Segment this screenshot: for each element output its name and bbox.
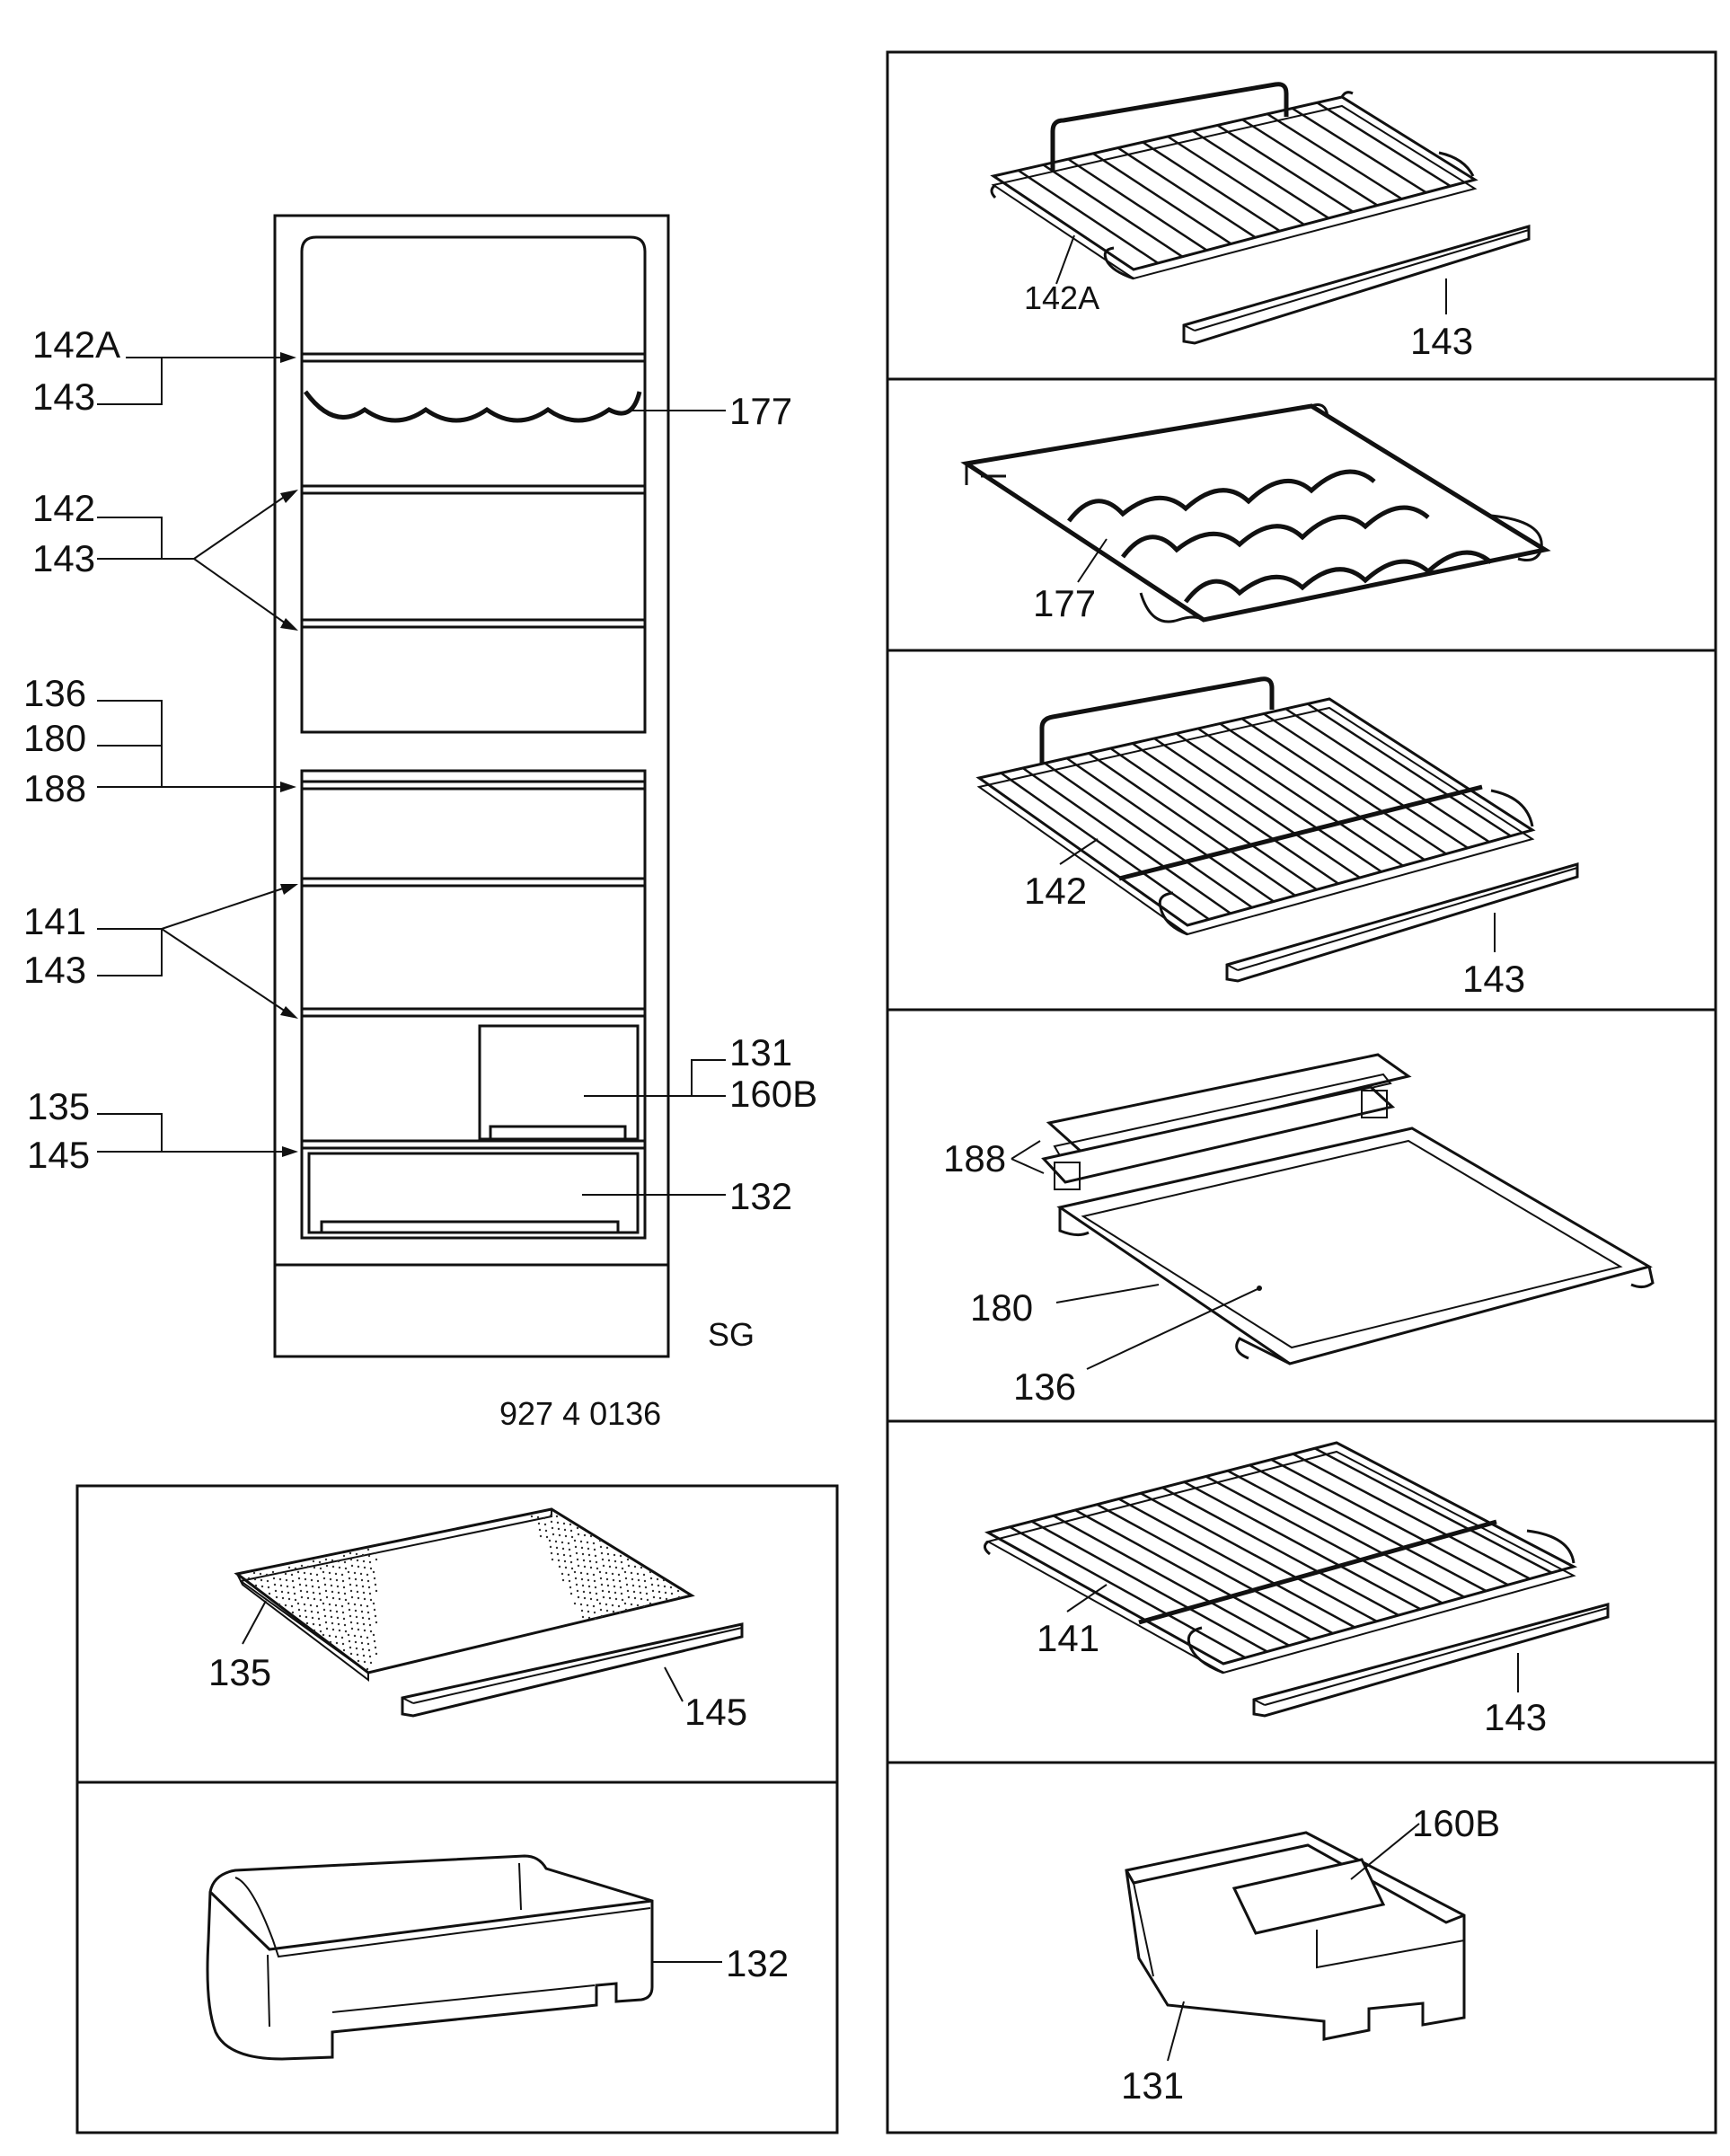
right-column-frame bbox=[886, 50, 1717, 2134]
shelf-line-141-lower bbox=[300, 1007, 647, 1018]
shelf-line-141-upper bbox=[300, 877, 647, 888]
fridge-cabinet bbox=[273, 214, 670, 1358]
callout-180: 180 bbox=[23, 717, 86, 759]
shelf-line-135 bbox=[300, 1139, 647, 1150]
callout-160B: 160B bbox=[729, 1073, 817, 1115]
freezer-compartment bbox=[300, 235, 647, 734]
panel-shelf-142A: 142A 143 bbox=[990, 82, 1531, 362]
crisper-132-body bbox=[206, 1854, 654, 2061]
crisper-132-handle bbox=[320, 1220, 620, 1234]
callout-136: 136 bbox=[23, 672, 86, 714]
panel-drawer-131: 160B 131 bbox=[1121, 1802, 1500, 2107]
fresh-food-compartment bbox=[300, 769, 647, 1240]
right-column: 142A 143 177 bbox=[886, 50, 1717, 2134]
glass-136 bbox=[1081, 1139, 1623, 1349]
drawer-131-outline bbox=[478, 1024, 640, 1141]
callout-131: 131 bbox=[729, 1031, 792, 1074]
label-143-a: 143 bbox=[1410, 320, 1473, 362]
label-177: 177 bbox=[1033, 582, 1096, 624]
label-143-b: 143 bbox=[1462, 958, 1525, 1000]
label-145: 145 bbox=[684, 1691, 747, 1733]
callout-177: 177 bbox=[729, 390, 792, 432]
callout-142: 142 bbox=[32, 487, 95, 529]
shelf-line-142A bbox=[300, 352, 647, 363]
wine-rack-outline bbox=[303, 390, 642, 423]
panel-glass-shelf: 188 180 136 bbox=[943, 1053, 1655, 1408]
glass-135-stipple bbox=[247, 1514, 681, 1671]
label-142A: 142A bbox=[1024, 279, 1099, 316]
drawer-131-body bbox=[1125, 1831, 1466, 2041]
label-142: 142 bbox=[1024, 870, 1087, 912]
label-131: 131 bbox=[1121, 2064, 1184, 2107]
panel-wine-rack-177: 177 bbox=[960, 403, 1551, 624]
panel-glass-135: 135 145 bbox=[208, 1507, 747, 1733]
panel-shelf-141: 141 143 bbox=[984, 1441, 1610, 1738]
callout-143-top: 143 bbox=[32, 376, 95, 418]
callout-141: 141 bbox=[23, 900, 86, 942]
callout-188: 188 bbox=[23, 767, 86, 809]
label-135: 135 bbox=[208, 1651, 271, 1693]
callout-135: 135 bbox=[27, 1085, 90, 1127]
shelf-line-142-lower bbox=[300, 618, 647, 629]
label-132: 132 bbox=[726, 1942, 789, 1984]
label-160B: 160B bbox=[1412, 1802, 1500, 1844]
label-136: 136 bbox=[1013, 1365, 1076, 1408]
left-bottom-frame bbox=[75, 1484, 839, 2134]
label-141: 141 bbox=[1037, 1617, 1099, 1659]
callout-143-second: 143 bbox=[32, 537, 95, 579]
shelf-line-142-upper bbox=[300, 484, 647, 495]
fridge-overview: 142A 143 142 143 136 180 188 141 143 135… bbox=[23, 214, 817, 1432]
panel-shelf-142: 142 143 bbox=[975, 676, 1579, 1000]
trim-188-lower bbox=[1041, 1085, 1396, 1184]
shelf-line-188 bbox=[300, 780, 647, 791]
model-code: SG bbox=[708, 1316, 755, 1353]
callout-132: 132 bbox=[729, 1175, 792, 1217]
left-bottom-panels: 135 145 132 bbox=[75, 1484, 839, 2134]
callout-143-third: 143 bbox=[23, 949, 86, 991]
panel-crisper-132: 132 bbox=[206, 1854, 789, 2061]
drawer-131-handle bbox=[489, 1125, 627, 1141]
drawing-number: 927 4 0136 bbox=[499, 1395, 661, 1432]
callout-142A: 142A bbox=[32, 323, 120, 366]
label-180: 180 bbox=[970, 1286, 1033, 1329]
divider-160B bbox=[1231, 1858, 1386, 1935]
label-188: 188 bbox=[943, 1137, 1006, 1180]
callout-145: 145 bbox=[27, 1134, 90, 1176]
label-143-c: 143 bbox=[1484, 1696, 1547, 1738]
